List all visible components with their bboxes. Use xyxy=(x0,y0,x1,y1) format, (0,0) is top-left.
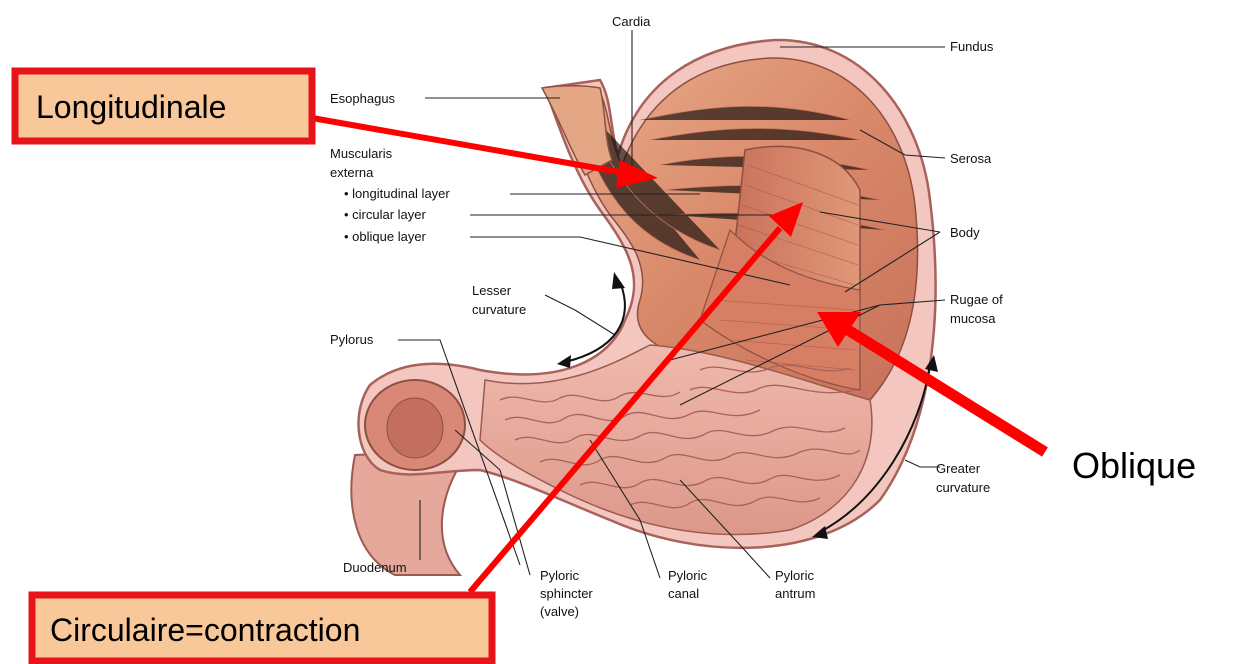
label-muscularis-1: Muscularis xyxy=(330,146,393,161)
label-body: Body xyxy=(950,225,980,240)
label-muscularis-2: externa xyxy=(330,165,374,180)
label-pyloric-sphincter-3: (valve) xyxy=(540,604,579,619)
label-circular-layer: • circular layer xyxy=(344,207,427,222)
lesser-arrowhead-bottom xyxy=(557,355,571,368)
label-pyloric-canal-1: Pyloric xyxy=(668,568,708,583)
callout-circulaire: Circulaire=contraction xyxy=(32,595,492,661)
callout-text-oblique: Oblique xyxy=(1072,445,1196,486)
label-pyloric-antrum-2: antrum xyxy=(775,586,815,601)
label-pyloric-sphincter-2: sphincter xyxy=(540,586,593,601)
label-fundus: Fundus xyxy=(950,39,994,54)
callout-text-circulaire: Circulaire=contraction xyxy=(50,612,360,648)
label-duodenum: Duodenum xyxy=(343,560,407,575)
label-lesser-2: curvature xyxy=(472,302,526,317)
label-serosa: Serosa xyxy=(950,151,992,166)
label-rugae-1: Rugae of xyxy=(950,292,1003,307)
label-pyloric-antrum-1: Pyloric xyxy=(775,568,815,583)
label-rugae-2: mucosa xyxy=(950,311,996,326)
label-longitudinal-layer: • longitudinal layer xyxy=(344,186,450,201)
label-oblique-layer: • oblique layer xyxy=(344,229,427,244)
label-pylorus: Pylorus xyxy=(330,332,374,347)
label-cardia: Cardia xyxy=(612,14,651,29)
label-pyloric-sphincter-1: Pyloric xyxy=(540,568,580,583)
stomach-illustration xyxy=(351,40,935,575)
label-esophagus: Esophagus xyxy=(330,91,396,106)
lesser-arrowhead-top xyxy=(612,272,625,289)
pyloric-opening xyxy=(387,398,443,458)
callout-longitudinale: Longitudinale xyxy=(15,71,312,141)
label-greater-2: curvature xyxy=(936,480,990,495)
label-pyloric-canal-2: canal xyxy=(668,586,699,601)
label-lesser-1: Lesser xyxy=(472,283,512,298)
label-greater-1: Greater xyxy=(936,461,981,476)
callout-text-longitudinale: Longitudinale xyxy=(36,89,226,125)
